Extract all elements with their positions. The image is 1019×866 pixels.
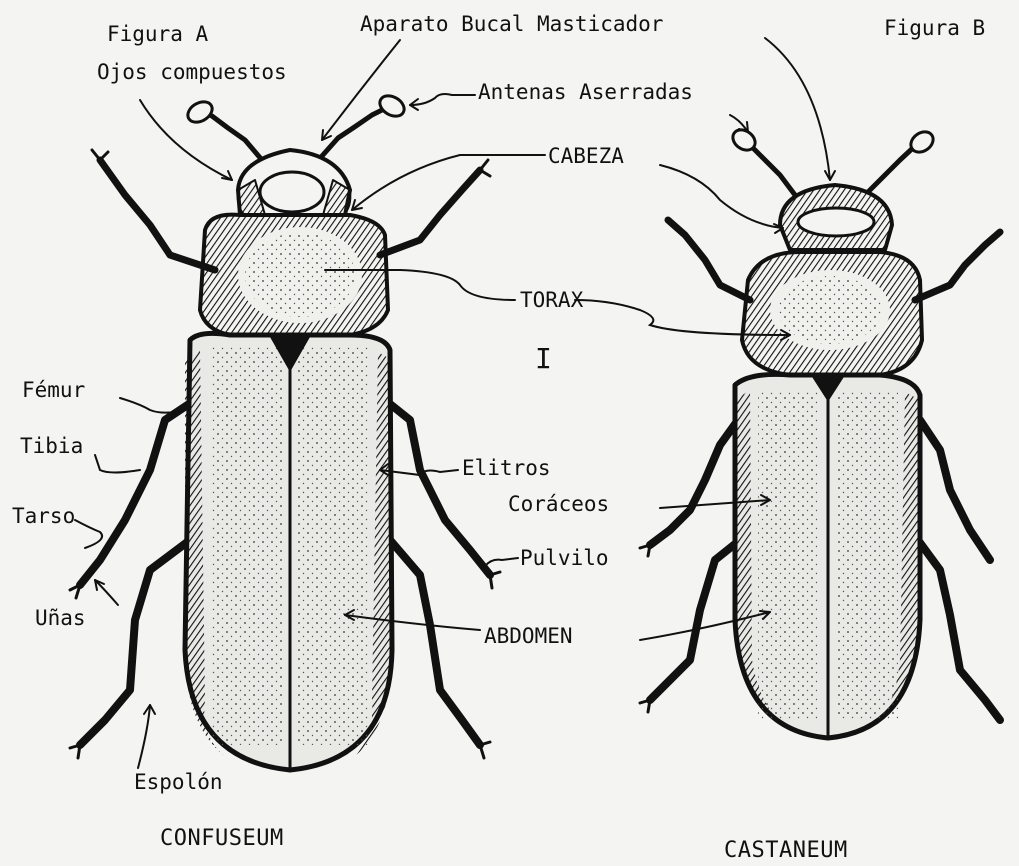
- label-tibia: Tibia: [20, 436, 83, 457]
- label-figura-b: Figura B: [884, 18, 985, 39]
- label-tarso: Tarso: [12, 506, 75, 527]
- label-elitros: Elitros: [462, 458, 551, 479]
- label-scale-mark: I: [535, 345, 552, 373]
- label-torax: TORAX: [520, 290, 583, 311]
- beetle-a-icon: [70, 92, 500, 770]
- label-abdomen: ABDOMEN: [484, 626, 573, 647]
- label-figura-a: Figura A: [107, 24, 208, 45]
- label-ojos-compuestos: Ojos compuestos: [97, 62, 287, 83]
- label-antenas: Antenas Aserradas: [478, 82, 693, 103]
- label-aparato-bucal: Aparato Bucal Masticador: [360, 14, 663, 35]
- label-espolon: Espolón: [134, 772, 223, 793]
- caption-confuseum: CONFUSEUM: [160, 828, 284, 850]
- label-cabeza: CABEZA: [548, 146, 624, 167]
- label-pulvilo: Pulvilo: [520, 548, 609, 569]
- beetle-b-icon: [640, 126, 1000, 738]
- label-femur: Fémur: [22, 380, 85, 401]
- caption-castaneum: CASTANEUM: [724, 840, 848, 862]
- label-coraceos: Coráceos: [508, 494, 609, 515]
- label-unas: Uñas: [35, 608, 86, 629]
